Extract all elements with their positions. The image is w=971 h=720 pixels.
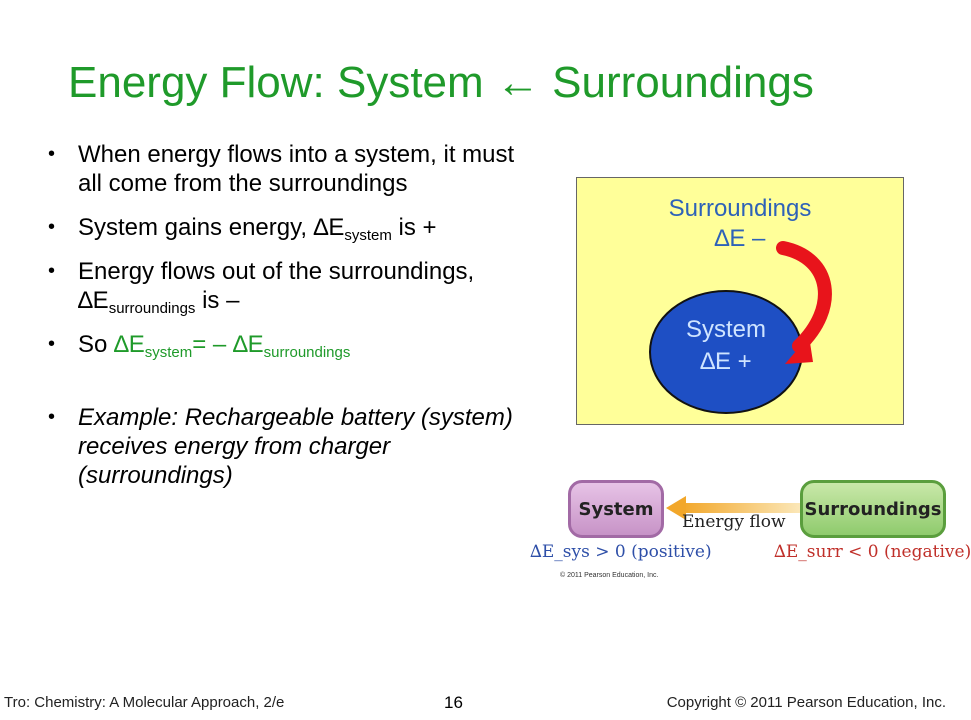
- bullet-icon: •: [48, 333, 56, 355]
- surroundings-title: Surroundings: [668, 195, 812, 222]
- system-pill: System: [568, 480, 664, 538]
- surroundings-box: Surroundings ∆E – System ∆E +: [576, 177, 904, 425]
- surroundings-pill: Surroundings: [800, 480, 946, 538]
- bullet-text: So: [78, 331, 115, 358]
- bullet-icon: •: [48, 143, 56, 165]
- bullet-text: Example: Rechargeable battery (system) r…: [78, 404, 513, 489]
- bullet-item: • When energy flows into a system, it mu…: [48, 140, 538, 198]
- delta-e: ∆E: [114, 331, 145, 358]
- system-circle: System ∆E +: [649, 290, 803, 414]
- bullet-item: • System gains energy, ∆Esystem is +: [48, 213, 538, 244]
- subscript: surroundings: [108, 300, 196, 317]
- bullet-text: is +: [391, 214, 437, 241]
- equation-mid: = – ∆E: [192, 331, 264, 358]
- bullet-item: • Energy flows out of the surroundings, …: [48, 257, 538, 317]
- bullet-text: is –: [195, 287, 240, 314]
- subscript: surroundings: [263, 344, 351, 361]
- bullet-text: When energy flows into a system, it must…: [78, 141, 515, 197]
- surroundings-equation: ∆E_surr < 0 (negative): [774, 542, 971, 562]
- energy-flow-figure: System Surroundings Energy flow ∆E_sys >…: [530, 476, 971, 586]
- bullet-list: • When energy flows into a system, it mu…: [48, 140, 538, 505]
- footer-copyright: Copyright © 2011 Pearson Education, Inc.: [666, 694, 946, 711]
- system-label: System ∆E +: [651, 314, 801, 378]
- bullet-icon: •: [48, 216, 56, 238]
- footer-source: Tro: Chemistry: A Molecular Approach, 2/…: [4, 694, 285, 711]
- subscript: system: [144, 344, 193, 361]
- slide-title: Energy Flow: System ← Surroundings: [68, 58, 814, 107]
- system-title: System: [685, 316, 766, 343]
- bullet-text: Energy flows out of the surroundings, ∆E: [78, 258, 475, 314]
- bullet-item: • So ∆Esystem= – ∆Esurroundings: [48, 330, 538, 361]
- flow-arrow-icon: [666, 496, 800, 520]
- surroundings-delta: ∆E –: [714, 225, 766, 252]
- energy-flow-label: Energy flow: [682, 512, 786, 532]
- surroundings-label: Surroundings ∆E –: [577, 194, 903, 254]
- bullet-icon: •: [48, 260, 56, 282]
- bullet-icon: •: [48, 406, 56, 428]
- bullet-item: • Example: Rechargeable battery (system)…: [48, 403, 538, 490]
- bullet-text: System gains energy, ∆E: [78, 214, 345, 241]
- system-equation: ∆E_sys > 0 (positive): [530, 542, 712, 562]
- subscript: system: [344, 227, 392, 244]
- figure-credit: © 2011 Pearson Education, Inc.: [560, 572, 659, 579]
- energy-arrow-icon: [776, 241, 832, 364]
- page-number: 16: [444, 693, 463, 712]
- system-delta: ∆E +: [700, 348, 752, 375]
